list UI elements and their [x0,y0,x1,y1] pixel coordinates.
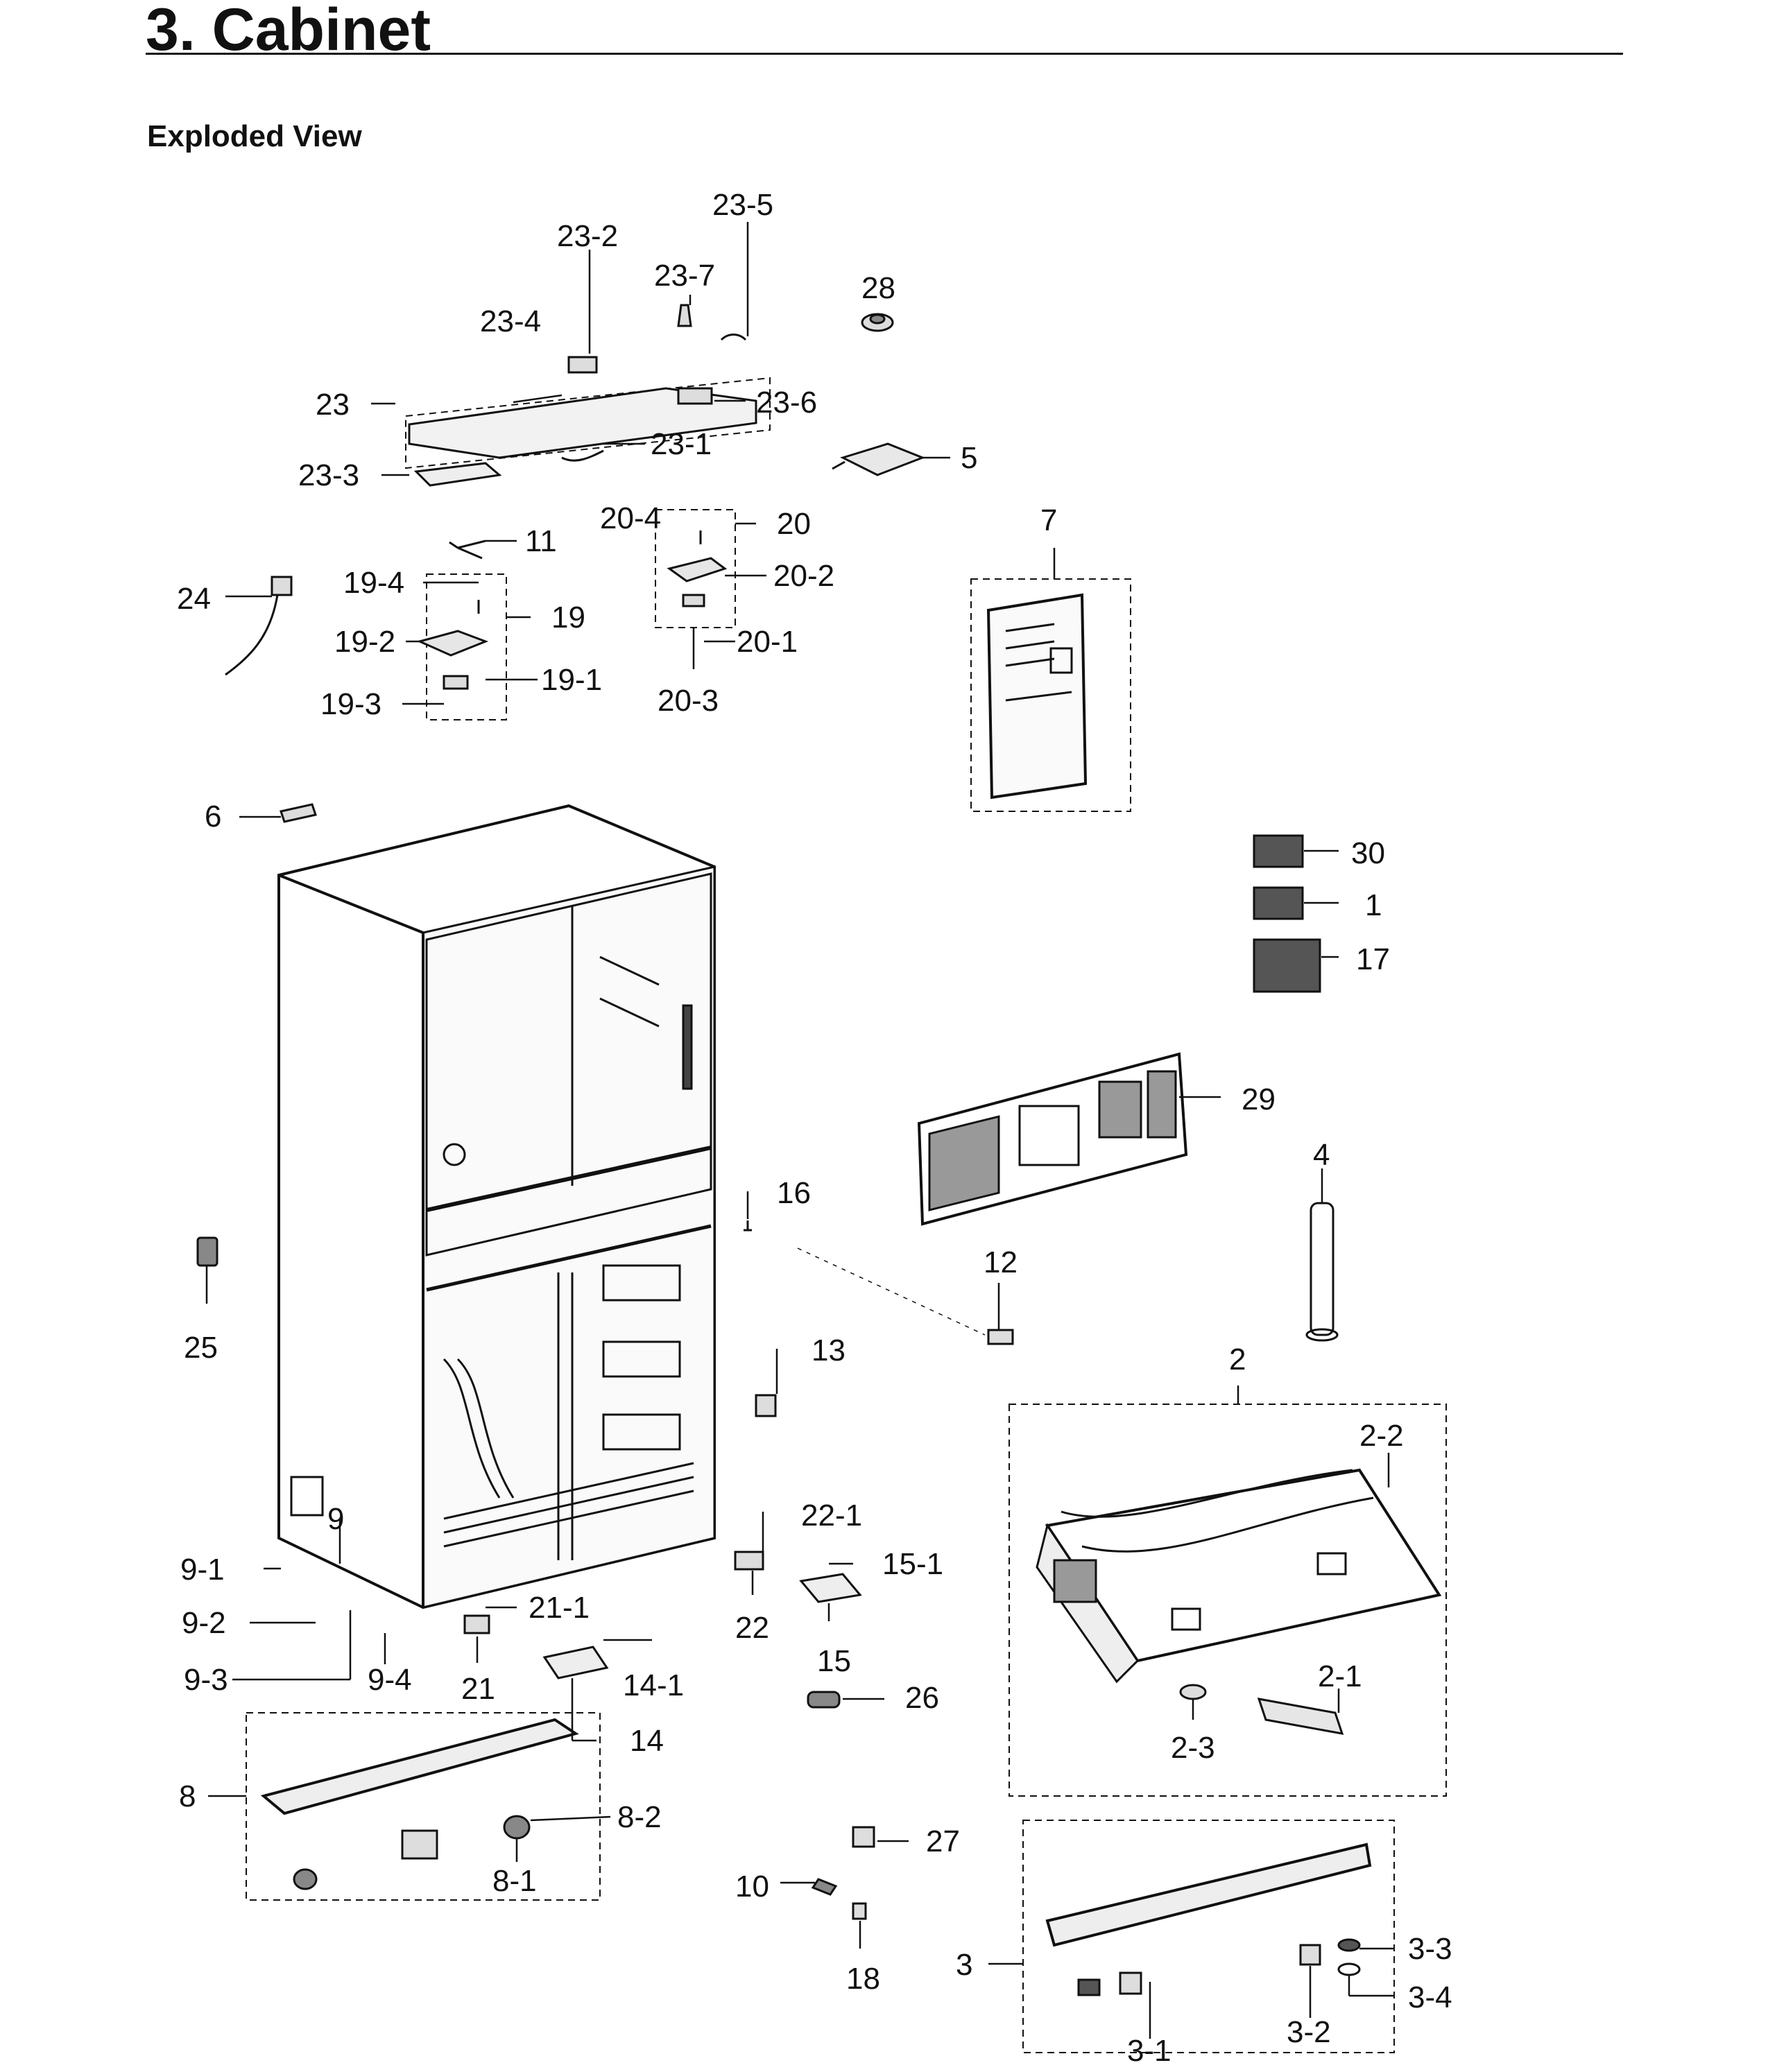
part-26-hose-connector [807,1691,841,1709]
title-rule [146,53,1623,55]
part-24-power-cord [225,576,293,676]
callout-7: 7 [1040,503,1057,537]
callout-25: 25 [184,1331,218,1365]
callout-1: 1 [1365,888,1382,922]
callout-3: 3 [956,1948,972,1982]
part-11-clip [449,539,486,560]
callout-15: 15 [817,1644,851,1678]
callout-5: 5 [961,441,977,475]
callout-23-2: 23-2 [557,219,618,253]
callout-30: 30 [1351,836,1385,870]
part-4-tube [1305,1202,1339,1342]
callout-23-7: 23-7 [654,259,715,293]
callout-20-1: 20-1 [737,625,798,659]
part-6-sensor [280,803,317,823]
callout-14: 14 [630,1724,664,1758]
part-27-clamp [852,1826,875,1848]
callout-8-1: 8-1 [492,1864,537,1898]
part-14-duct [542,1646,609,1680]
callout-2-3: 2-3 [1171,1731,1215,1765]
part-20-hinge [655,509,736,628]
callout-23: 23 [316,388,350,422]
callout-9: 9 [327,1502,344,1536]
part-5-bracket [832,442,926,476]
part-19-hinge [416,573,507,720]
part-29-machine-cover [917,1052,1188,1226]
callout-labels: 23-5 23-2 23-7 28 23-4 23 23-6 23-1 23-3… [177,188,1452,2068]
part-30-pcb [1253,834,1304,868]
callout-20-3: 20-3 [658,684,719,718]
callout-19: 19 [551,601,585,634]
section-subtitle: Exploded View [147,119,362,153]
part-top-cover-assembly [405,304,771,487]
callout-3-2: 3-2 [1287,2015,1331,2049]
part-21-clip [463,1614,490,1634]
callout-2: 2 [1229,1343,1246,1376]
callout-9-3: 9-3 [184,1663,228,1697]
callout-3-1: 3-1 [1127,2034,1171,2068]
part-8-bottom-pan [246,1712,601,1901]
callout-20-2: 20-2 [773,559,834,593]
callout-13: 13 [812,1333,846,1367]
callout-23-1: 23-1 [651,427,712,461]
part-1-pcb [1253,886,1304,920]
callout-6: 6 [205,800,221,834]
callout-18: 18 [846,1962,880,1996]
callout-21: 21 [461,1672,495,1706]
callout-27: 27 [926,1824,960,1858]
callout-21-1: 21-1 [529,1591,590,1625]
callout-10: 10 [735,1870,769,1903]
part-17-pcb [1253,938,1321,993]
callout-23-5: 23-5 [712,188,773,222]
callout-11: 11 [525,524,557,558]
part-3-front-rail [1022,1820,1395,2053]
callout-9-4: 9-4 [368,1663,412,1697]
callout-15-1: 15-1 [882,1547,943,1581]
part-7-back-panel [970,578,1131,812]
part-25-bracket [196,1236,218,1267]
callout-23-4: 23-4 [480,304,541,338]
callout-4: 4 [1313,1138,1330,1172]
callout-26: 26 [905,1681,939,1715]
callout-16: 16 [777,1176,811,1210]
callout-8: 8 [179,1779,196,1813]
callout-19-3: 19-3 [320,687,381,721]
callout-3-4: 3-4 [1408,1980,1452,2014]
part-18-cap [852,1902,867,1920]
callout-17: 17 [1356,942,1390,976]
callout-2-2: 2-2 [1359,1419,1404,1453]
callout-9-2: 9-2 [182,1606,226,1640]
part-cabinet-body [277,804,716,1609]
part-15-bracket [799,1573,862,1603]
callout-22: 22 [735,1611,769,1645]
part-16-screw [744,1220,752,1232]
callout-23-6: 23-6 [756,386,817,420]
callout-22-1: 22-1 [801,1499,862,1533]
part-13-bracket [755,1394,777,1417]
callout-23-3: 23-3 [298,458,359,492]
callout-19-1: 19-1 [541,663,602,697]
callout-29: 29 [1242,1082,1276,1116]
callout-12: 12 [984,1245,1018,1279]
callout-20-4: 20-4 [600,501,661,535]
callout-20: 20 [777,507,811,541]
callout-28: 28 [861,271,895,305]
page-title: 3. Cabinet [146,0,431,63]
callout-9-1: 9-1 [180,1553,225,1587]
callout-19-4: 19-4 [343,566,404,600]
callout-8-2: 8-2 [617,1800,662,1834]
callout-3-3: 3-3 [1408,1932,1452,1966]
callout-19-2: 19-2 [334,625,395,659]
leader-lines [205,222,1394,2039]
callout-14-1: 14-1 [623,1668,684,1702]
part-12-bracket [987,1329,1014,1345]
part-2-base-assembly [1009,1404,1447,1797]
part-10-valve [811,1878,838,1896]
callout-24: 24 [177,582,211,616]
callout-2-1: 2-1 [1318,1659,1362,1693]
part-22-clip [734,1551,764,1571]
